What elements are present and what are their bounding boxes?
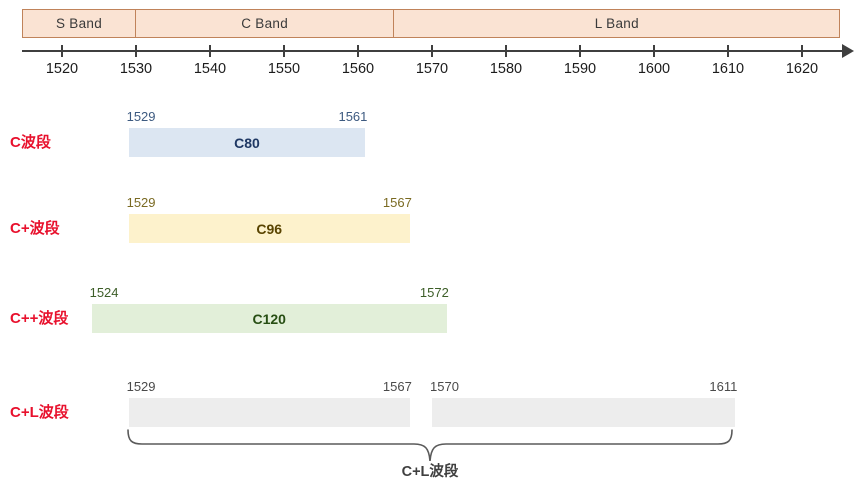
band-segment-bar[interactable] [128, 398, 410, 427]
band-segment-bar[interactable] [432, 398, 736, 427]
band-cell-label: S Band [55, 16, 103, 31]
axis-tick [653, 45, 655, 57]
axis-tick-label: 1520 [45, 61, 79, 77]
axis-tick-label: 1560 [341, 61, 375, 77]
segment-start-label: 1570 [430, 379, 459, 394]
axis-tick [801, 45, 803, 57]
band-segment-bar[interactable]: C80 [128, 128, 366, 157]
axis-tick-label: 1580 [489, 61, 523, 77]
band-cell-l-band[interactable]: L Band [393, 9, 841, 38]
axis-tick [727, 45, 729, 57]
axis-tick-label: 1540 [193, 61, 227, 77]
row-label-1: C波段 [10, 134, 51, 151]
axis-tick-label: 1610 [711, 61, 745, 77]
band-segment-bar[interactable]: C120 [91, 304, 447, 333]
segment-end-label: 1561 [338, 109, 368, 124]
band-cell-label: L Band [594, 16, 639, 31]
row-label-2: C+波段 [10, 220, 60, 237]
band-cell-s-band[interactable]: S Band [22, 9, 136, 38]
axis-tick [357, 45, 359, 57]
axis-tick [579, 45, 581, 57]
segment-end-label: 1611 [709, 379, 738, 394]
axis-tick [61, 45, 63, 57]
segment-end-label: 1572 [419, 285, 449, 300]
segment-end-label: 1567 [382, 195, 412, 210]
axis-tick-label: 1620 [785, 61, 819, 77]
axis-tick [209, 45, 211, 57]
row-label-3: C++波段 [10, 310, 69, 327]
axis-line [22, 50, 845, 52]
axis-tick-label: 1590 [563, 61, 597, 77]
segment-start-label: 1529 [126, 379, 156, 394]
axis-tick-label: 1570 [415, 61, 449, 77]
segment-end-label: 1567 [382, 379, 412, 394]
segment-start-label: 1529 [126, 109, 156, 124]
brace-icon [126, 429, 734, 463]
band-cell-c-band[interactable]: C Band [134, 9, 395, 38]
band-cell-label: C Band [241, 16, 289, 31]
band-header-row: S Band C Band L Band [22, 9, 841, 38]
axis-tick-label: 1530 [119, 61, 153, 77]
band-segment-name: C96 [256, 220, 283, 237]
axis-tick [283, 45, 285, 57]
band-segment-bar[interactable]: C96 [128, 214, 410, 243]
segment-start-label: 1524 [89, 285, 119, 300]
brace-label: C+L波段 [401, 464, 459, 480]
band-segment-name: C120 [252, 310, 286, 327]
axis-tick [431, 45, 433, 57]
segment-start-label: 1529 [126, 195, 156, 210]
axis-tick-label: 1550 [267, 61, 301, 77]
row-label-4: C+L波段 [10, 404, 69, 421]
axis-tick [505, 45, 507, 57]
band-segment-name: C80 [234, 134, 260, 151]
right-arrow-icon [842, 44, 854, 58]
axis-tick-label: 1600 [637, 61, 671, 77]
axis-tick [135, 45, 137, 57]
